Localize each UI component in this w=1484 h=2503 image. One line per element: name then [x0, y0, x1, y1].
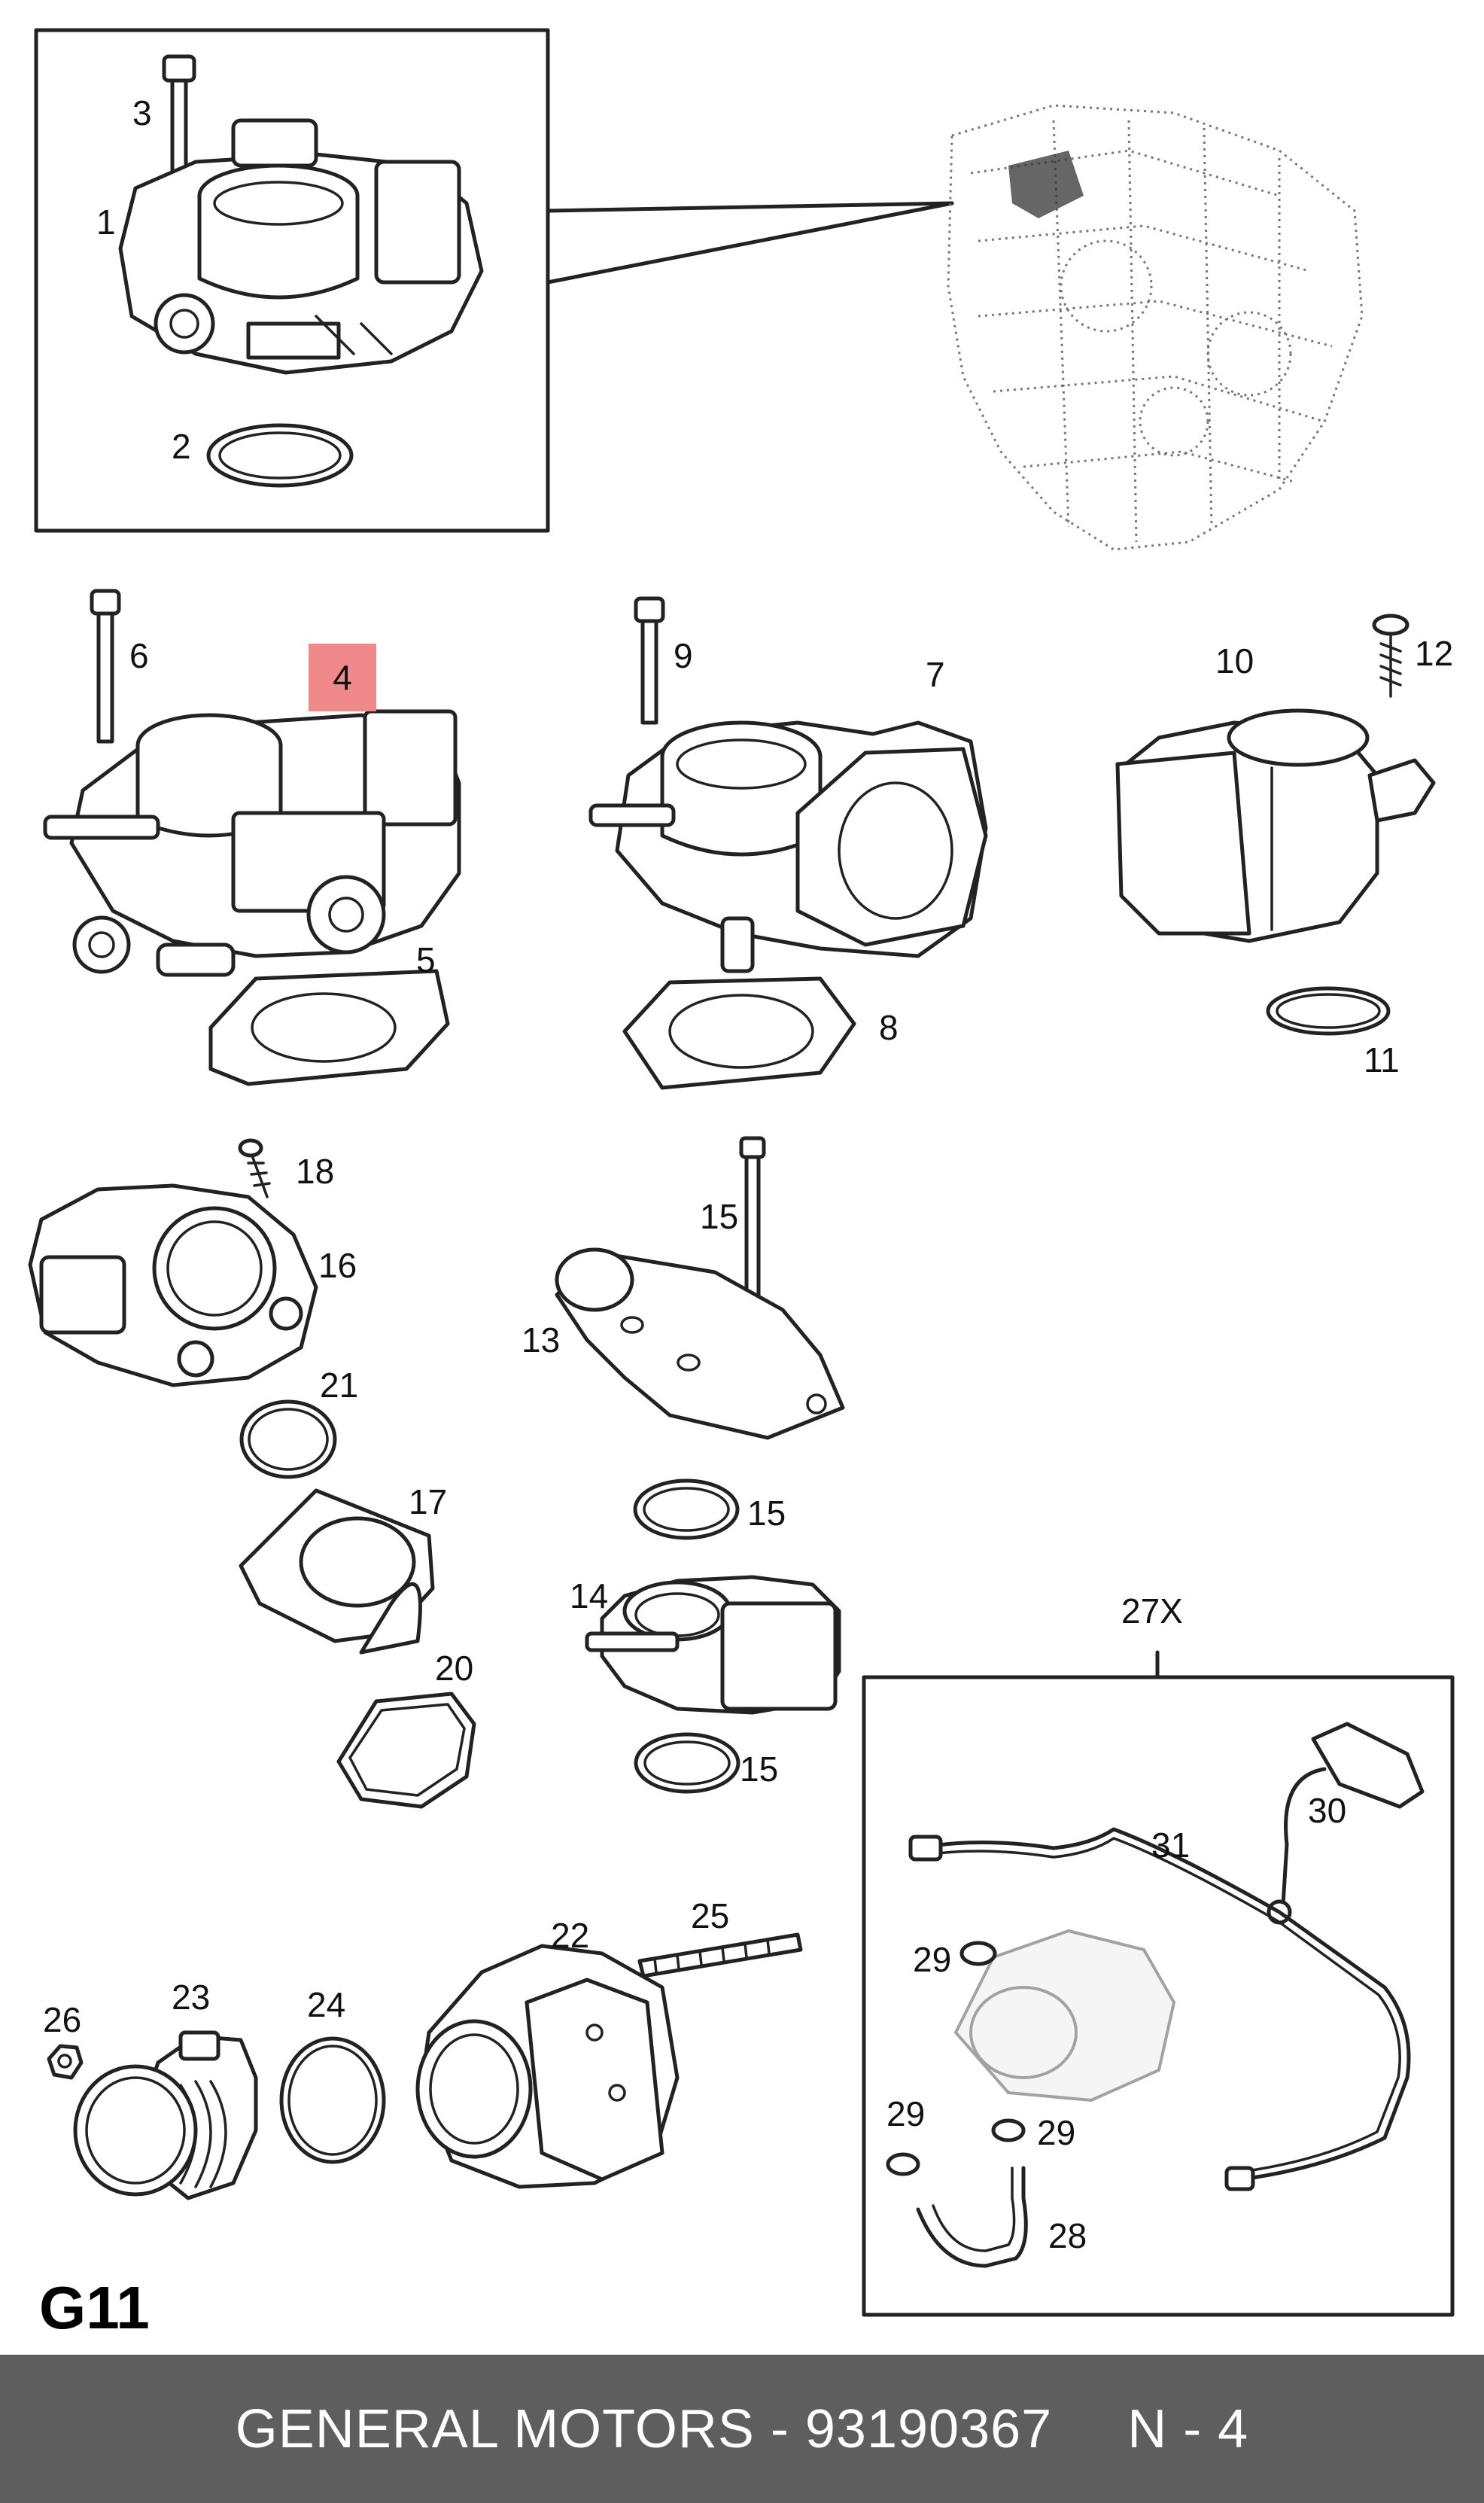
part-3-bolt [162, 54, 196, 188]
part-28-hose [916, 2166, 1028, 2268]
footer-page: N - 4 [1127, 2398, 1249, 2459]
part-23-adapter [73, 2030, 258, 2200]
part-9-bolt [634, 596, 665, 725]
part-29-clip-c [991, 2118, 1026, 2142]
part-31-hose [908, 1827, 1411, 2191]
footer-brand: GENERAL MOTORS [235, 2398, 755, 2459]
part-15-ring-lower [634, 1732, 740, 1794]
callout-16: 15 [700, 1197, 739, 1236]
part-20-gasket [336, 1692, 476, 1809]
callout-21: 21 [320, 1366, 359, 1405]
callout-15-upper: 15 [747, 1494, 786, 1533]
part-17-throttle-body [28, 1183, 318, 1387]
callout-29-c: 29 [1037, 2113, 1076, 2152]
part-11-ring [1266, 986, 1391, 1036]
callout-10: 10 [1215, 641, 1254, 681]
part-22-throttle-body [415, 1944, 680, 2189]
callout-4-highlighted: 4 [309, 644, 376, 711]
part-14-throttle-body [585, 1575, 841, 1715]
callout-28: 28 [1048, 2216, 1087, 2255]
part-4-throttle-body [43, 709, 461, 977]
callout-30: 30 [1308, 1791, 1347, 1830]
callout-19: 18 [296, 1152, 335, 1191]
callout-14: 14 [570, 1576, 609, 1615]
callout-23: 23 [172, 1978, 211, 2017]
callout-24: 24 [307, 1985, 346, 2024]
detail-leader-top [546, 201, 954, 213]
part-16-bolt [739, 1136, 766, 1306]
vacuum-pump-ghost [953, 1929, 1176, 2103]
part-7-throttle-body [588, 720, 988, 973]
engine-illustration [947, 104, 1364, 551]
part-15-ring-upper [633, 1478, 740, 1540]
callout-11: 11 [1364, 1040, 1400, 1079]
callout-12: 12 [1415, 634, 1454, 673]
callout-26: 26 [43, 2000, 82, 2039]
section-code: G11 [39, 2274, 150, 2341]
part-24-ring [279, 2036, 386, 2164]
footer-bar: GENERAL MOTORS - 93190367 N - 4 [0, 2355, 1484, 2503]
part-13-elbow [555, 1247, 845, 1440]
callout-29-a: 29 [913, 1940, 952, 1979]
callout-31: 31 [1151, 1825, 1191, 1865]
callout-8: 8 [879, 1008, 899, 1047]
callout-5: 5 [416, 940, 436, 979]
part-29-clip-b [886, 2152, 920, 2176]
callout-6: 6 [129, 636, 149, 675]
part-26-nut [47, 2044, 84, 2080]
part-5-gasket [208, 969, 450, 1086]
part-19-screw [238, 1138, 271, 1198]
part-12-screw [1372, 614, 1409, 698]
part-1-throttle-body [118, 118, 484, 375]
callout-20: 20 [435, 1649, 474, 1688]
part-8-gasket [622, 976, 856, 1090]
part-29-clip-a [959, 1941, 997, 1966]
part-21-ring [239, 1399, 337, 1479]
callout-22: 22 [551, 1916, 590, 1955]
callout-3: 3 [132, 93, 152, 132]
callout-27x: 27X [1121, 1591, 1183, 1631]
footer-part-number: 93190367 [804, 2398, 1053, 2459]
callout-2: 2 [172, 427, 191, 466]
detail-leader-bottom [546, 201, 954, 285]
part-6-bolt [90, 589, 121, 744]
callout-25: 25 [691, 1896, 730, 1935]
callout-29-b: 29 [886, 2094, 926, 2133]
callout-7: 7 [926, 655, 945, 694]
callout-15-lower: 15 [740, 1749, 779, 1789]
callout-13: 13 [522, 1320, 561, 1360]
callout-9: 9 [674, 636, 693, 675]
part-18-adapter [239, 1488, 435, 1655]
footer-separator: - [754, 2398, 805, 2459]
part-25-stud [637, 1932, 803, 1978]
callout-18: 17 [409, 1482, 448, 1521]
part-2-ring [206, 423, 354, 488]
exploded-parts-diagram [28, 28, 1455, 2317]
callout-1: 1 [96, 202, 116, 242]
callout-17: 16 [318, 1246, 357, 1285]
part-10-throttle-body [1115, 708, 1436, 943]
